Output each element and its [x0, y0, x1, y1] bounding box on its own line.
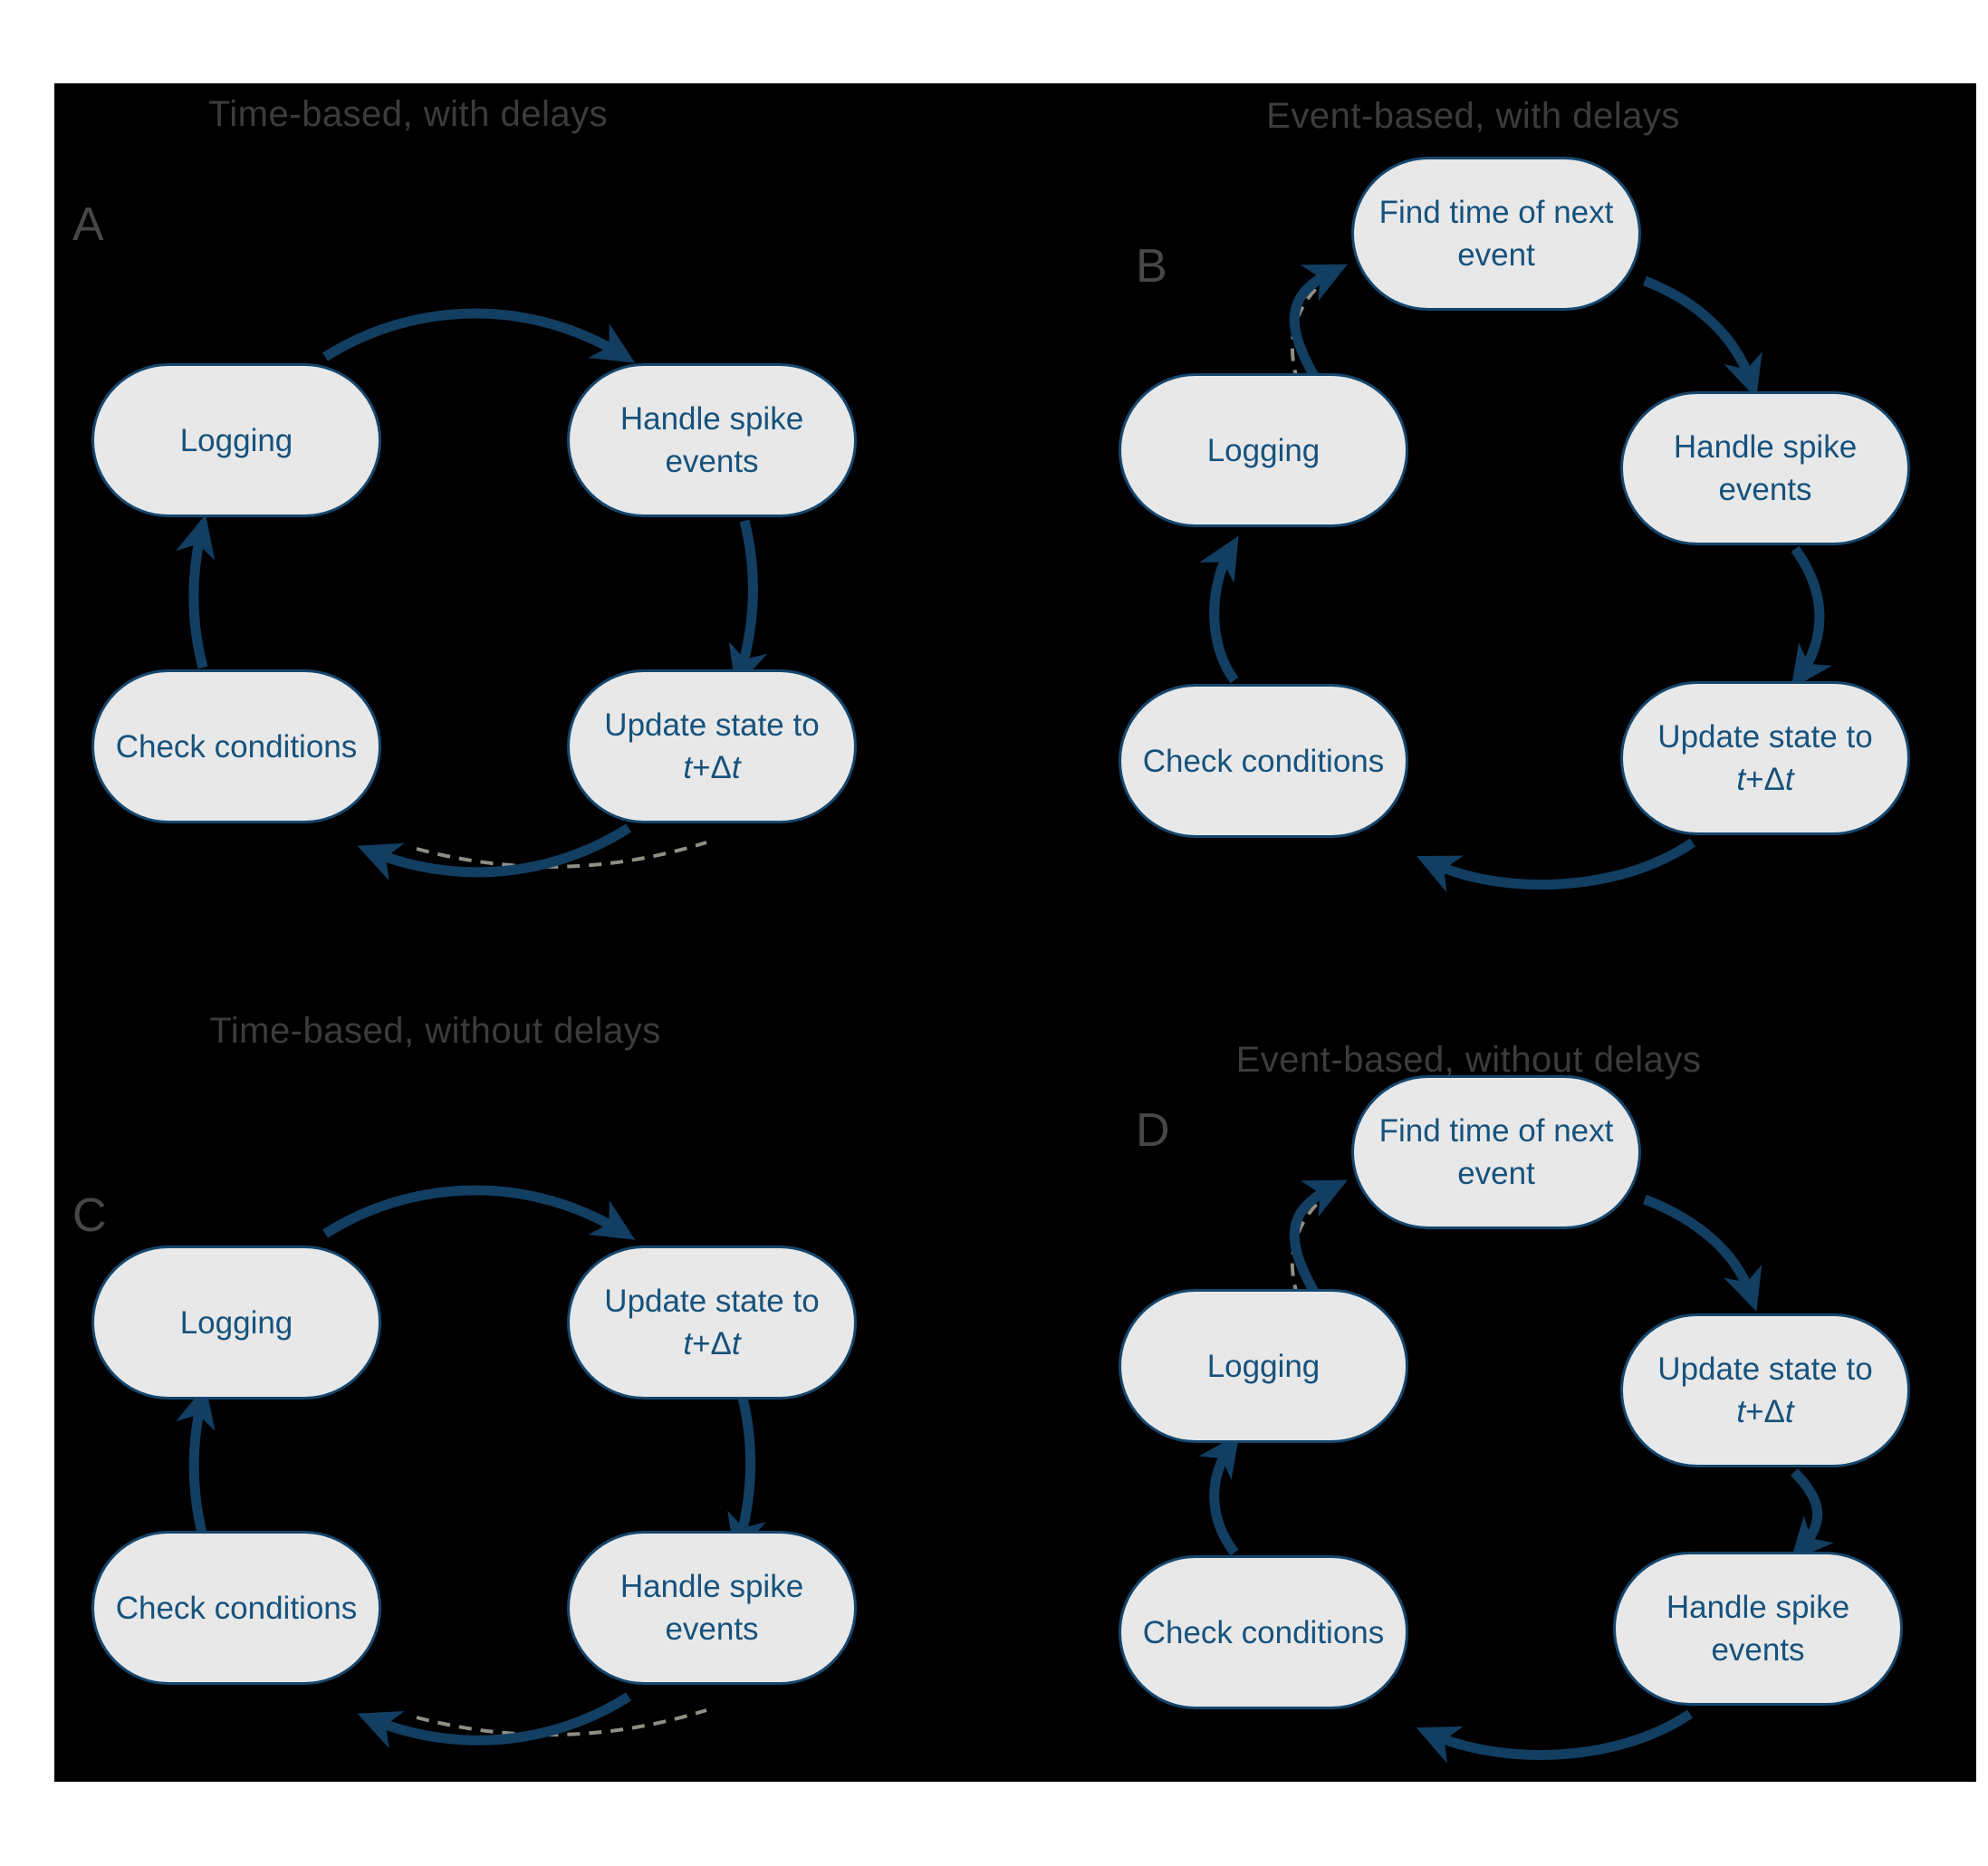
arrow-check-conditions-to-logging [1198, 1433, 1240, 1556]
node-handle-spike-events: Handle spike events [1620, 391, 1910, 545]
cycle-arrows [1198, 1179, 1834, 1764]
arrow-update-state-to-check-conditions [357, 823, 631, 881]
cycle-arrows [1199, 264, 1832, 892]
panel-title: Time-based, without delays [209, 1011, 661, 1051]
node-logging: Logging [1119, 1289, 1408, 1443]
cycle-arrows [176, 308, 768, 881]
node-handle-spike-events: Handle spike events [567, 363, 857, 517]
panel-event-based-without-delays: Event-based, without delays D Find time … [1015, 933, 1976, 1783]
arrow-handle-spike-to-check-conditions [357, 1692, 631, 1749]
node-find-time-of-next-event: Find time of next event [1351, 157, 1641, 311]
arrow-logging-to-find-time [1289, 1179, 1348, 1294]
panel-letter: C [72, 1189, 107, 1242]
panel-time-based-without-delays: Time-based, without delays C Logging Upd… [54, 933, 1015, 1783]
node-handle-spike-events: Handle spike events [1613, 1552, 1903, 1706]
panel-letter: D [1136, 1104, 1170, 1157]
arrow-logging-to-update-state [322, 1185, 636, 1240]
panel-title: Event-based, with delays [1266, 96, 1680, 136]
arrow-handle-spike-to-update-state [728, 519, 768, 688]
arrow-find-time-to-update-state [1643, 1194, 1762, 1312]
node-update-state: Update state to t+Δt [1620, 1313, 1910, 1467]
node-update-state: Update state to t+Δt [1620, 681, 1910, 835]
node-update-state: Update state to t+Δt [567, 1246, 857, 1400]
node-check-conditions: Check conditions [91, 1531, 381, 1685]
arrow-handle-spike-to-check-conditions [1416, 1709, 1694, 1764]
panel-letter: B [1136, 240, 1167, 293]
panel-title: Time-based, with delays [207, 94, 609, 134]
node-check-conditions: Check conditions [91, 669, 381, 823]
panel-time-based-with-delays: Time-based, with delays A Logging Handle… [54, 83, 1015, 933]
arrow-handle-spike-to-update-state [1791, 545, 1832, 689]
arrow-check-conditions-to-logging [176, 514, 216, 669]
panel-letter: A [72, 198, 104, 251]
arrow-logging-to-find-time [1289, 264, 1348, 379]
arrow-check-conditions-to-logging [176, 1384, 216, 1538]
node-logging: Logging [91, 363, 381, 517]
node-update-state: Update state to t+Δt [567, 669, 857, 823]
arrow-update-state-to-handle-spike [1790, 1468, 1834, 1562]
panel-title: Event-based, without delays [1235, 1040, 1702, 1080]
node-logging: Logging [91, 1246, 381, 1400]
node-handle-spike-events: Handle spike events [567, 1531, 857, 1685]
arrow-logging-to-handle-spike [322, 308, 636, 363]
arrow-update-state-to-handle-spike [727, 1396, 766, 1558]
arrow-update-state-to-check-conditions [1416, 838, 1696, 892]
panel-event-based-with-delays: Event-based, with delays B Find time of … [1015, 83, 1976, 933]
node-logging: Logging [1119, 373, 1408, 527]
arrow-check-conditions-to-logging [1199, 535, 1239, 684]
arrow-find-time-to-handle-spike [1643, 275, 1762, 399]
cycle-arrows [176, 1185, 766, 1749]
node-find-time-of-next-event: Find time of next event [1351, 1075, 1641, 1229]
node-check-conditions: Check conditions [1119, 1555, 1408, 1709]
figure-background: Time-based, with delays A Logging Handle… [54, 83, 1976, 1782]
node-check-conditions: Check conditions [1119, 684, 1408, 838]
